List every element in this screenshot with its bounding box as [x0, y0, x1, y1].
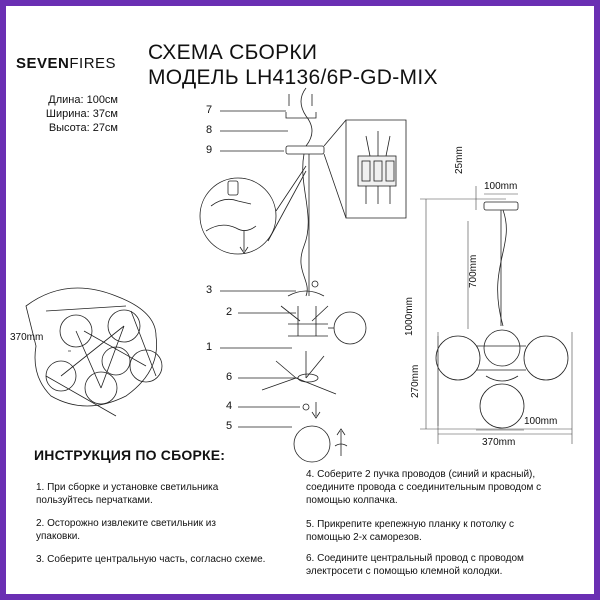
brand-logo: SEVENFIRES — [16, 55, 117, 72]
hand-icon — [205, 180, 257, 254]
assembly-drawing — [25, 87, 573, 463]
measure-shade-width: 100mm — [524, 416, 558, 427]
instruction-item-2: 2. Осторожно извлеките светильник из упа… — [36, 518, 216, 542]
suspension-cable — [300, 153, 309, 297]
screw-icon — [285, 94, 317, 119]
part-label-4: 4 — [226, 400, 233, 412]
assembled-view-drawing — [435, 201, 569, 429]
measure-rod-length: 700mm — [468, 254, 479, 288]
glass-shade — [293, 425, 331, 463]
part-label-8: 8 — [206, 124, 213, 136]
part-label-7: 7 — [206, 104, 213, 116]
part-label-2: 2 — [226, 306, 233, 318]
assembly-sheet: SEVENFIRES СХЕМА СБОРКИ МОДЕЛЬ LH4136/6P… — [6, 6, 594, 594]
connector-detail-box — [345, 119, 407, 219]
hand-detail-circle — [199, 177, 277, 255]
measure-body-height: 270mm — [410, 364, 421, 398]
instructions-heading: ИНСТРУКЦИЯ ПО СБОРКЕ: — [34, 447, 226, 463]
instruction-item-5: 5. Прикрепите крепежную планку к потолку… — [306, 519, 515, 543]
part-label-5: 5 — [226, 420, 233, 432]
dim-length: Длина: 100см — [48, 94, 118, 106]
part-label-3: 3 — [206, 284, 213, 296]
mains-cable — [300, 87, 313, 147]
dim-width: Ширина: 37см — [45, 108, 118, 120]
rotate-arrow-icon — [334, 428, 348, 456]
instruction-item-3: 3. Соберите центральную часть, согласно … — [36, 554, 266, 565]
dim-height: Высота: 27см — [48, 122, 118, 134]
measure-canopy-width: 100mm — [484, 181, 518, 192]
top-view-drawing — [25, 287, 163, 417]
instruction-item-6: 6. Соедините центральный провод с провод… — [306, 553, 524, 577]
canopy-plate — [285, 145, 325, 155]
part-label-9: 9 — [206, 144, 213, 156]
title-line-2: МОДЕЛЬ LH4136/6P-GD-MIX — [148, 66, 438, 89]
title-line-1: СХЕМА СБОРКИ — [148, 41, 318, 64]
terminal-block-icon — [357, 131, 397, 204]
instruction-item-1: 1. При сборке и установке светильника по… — [36, 482, 219, 506]
lamp-body-exploded — [261, 280, 367, 419]
instruction-item-4: 4. Соберите 2 пучка проводов (синий и кр… — [306, 469, 542, 506]
measure-body-width: 370mm — [482, 437, 516, 448]
part-label-1: 1 — [206, 341, 213, 353]
part-label-6: 6 — [226, 371, 233, 383]
measure-total-height: 1000mm — [404, 297, 415, 336]
measure-top-width: 370mm — [10, 332, 44, 343]
measure-canopy-height: 25mm — [454, 146, 465, 174]
